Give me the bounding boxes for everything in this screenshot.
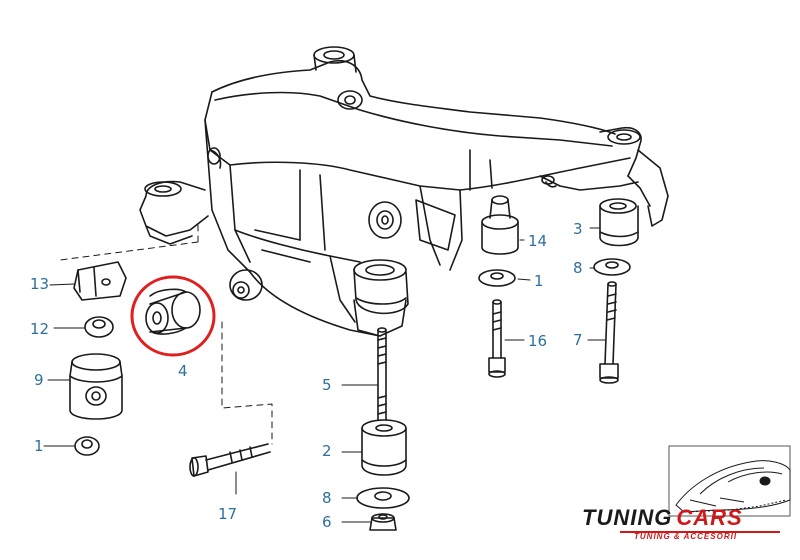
label-8-lower: 8 <box>322 489 332 507</box>
part-8-washer-right <box>593 258 631 276</box>
part-12-bushing <box>84 316 114 338</box>
part-5-stud <box>377 327 387 421</box>
label-5: 5 <box>322 376 332 394</box>
highlight-circle <box>130 275 216 357</box>
part-4-bushing <box>145 288 201 335</box>
label-8-right: 8 <box>573 259 583 277</box>
brand-underline <box>620 531 780 533</box>
part-14-mount <box>481 195 519 255</box>
brand-name-part1: TUNING <box>582 505 673 530</box>
label-17: 17 <box>218 505 238 523</box>
label-6: 6 <box>322 513 332 531</box>
label-4: 4 <box>178 362 188 380</box>
part-7-bolt <box>599 281 619 384</box>
part-16-bolt <box>488 299 506 378</box>
part-6-nut <box>369 513 397 531</box>
brand-name-part2: CARS <box>676 505 743 530</box>
label-16: 16 <box>528 332 548 350</box>
part-9-bushing <box>69 353 123 420</box>
label-1-left: 1 <box>34 437 44 455</box>
label-7: 7 <box>573 331 583 349</box>
leader-lines <box>43 219 607 523</box>
label-13: 13 <box>30 275 50 293</box>
brand-tagline: TUNING & ACCESORII <box>634 532 738 541</box>
part-1-washer-left <box>74 436 100 456</box>
label-9: 9 <box>34 371 44 389</box>
label-12: 12 <box>30 320 50 338</box>
label-14: 14 <box>528 232 548 250</box>
label-2: 2 <box>322 442 332 460</box>
part-8-washer-lower <box>356 487 410 509</box>
label-3: 3 <box>573 220 583 238</box>
part-2-mount <box>361 419 407 476</box>
subframe <box>139 46 669 337</box>
car-logo-box <box>668 445 791 517</box>
part-13-bracket <box>73 261 127 301</box>
part-17-bolt <box>189 443 271 477</box>
part-1-washer-right <box>478 269 516 287</box>
part-3-mount <box>599 198 639 247</box>
label-1-right: 1 <box>534 272 544 290</box>
